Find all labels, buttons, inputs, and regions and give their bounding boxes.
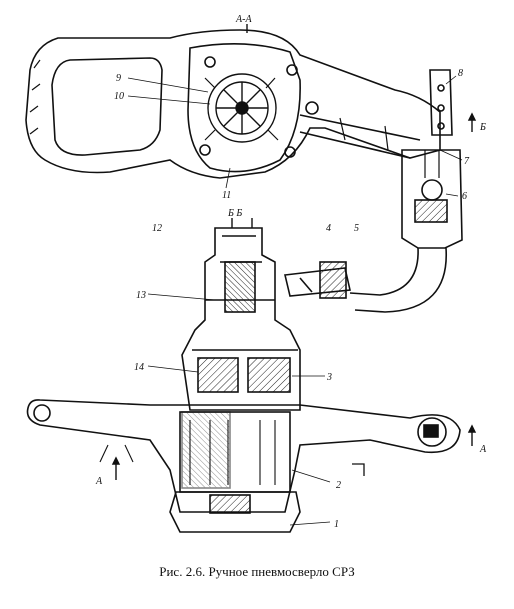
section-mark-bb: Б Б — [227, 208, 242, 219]
callout-3: 3 — [326, 372, 332, 383]
section-mark-a-left: A — [95, 476, 103, 487]
longitudinal-section — [26, 227, 461, 533]
callout-13: 13 — [136, 290, 146, 301]
callout-4: 4 — [326, 223, 331, 234]
rotor-disc — [204, 73, 279, 143]
drawing-labels: A-A Б Б Б A A 1 2 3 4 5 6 7 8 9 10 11 12… — [95, 14, 487, 530]
section-aa-view — [25, 29, 463, 313]
section-mark-a-right: A — [479, 444, 487, 455]
callout-14: 14 — [134, 362, 144, 373]
section-title: A-A — [235, 14, 252, 25]
callout-9: 9 — [116, 73, 121, 84]
callout-8: 8 — [458, 68, 463, 79]
callout-7: 7 — [464, 156, 470, 167]
callout-2: 2 — [336, 480, 341, 491]
technical-drawing: A-A Б Б Б A A 1 2 3 4 5 6 7 8 9 10 11 12… — [25, 14, 487, 533]
figure-caption: Рис. 2.6. Ручное пневмосверло СРЗ — [159, 564, 355, 579]
section-mark-b-top: Б — [479, 122, 486, 133]
leader-lines — [127, 75, 463, 526]
section-markers — [111, 24, 477, 480]
callout-11: 11 — [222, 190, 231, 201]
callout-1: 1 — [334, 519, 339, 530]
callout-10: 10 — [114, 91, 124, 102]
callout-12: 12 — [152, 223, 162, 234]
callout-6: 6 — [462, 191, 467, 202]
callout-5: 5 — [354, 223, 359, 234]
